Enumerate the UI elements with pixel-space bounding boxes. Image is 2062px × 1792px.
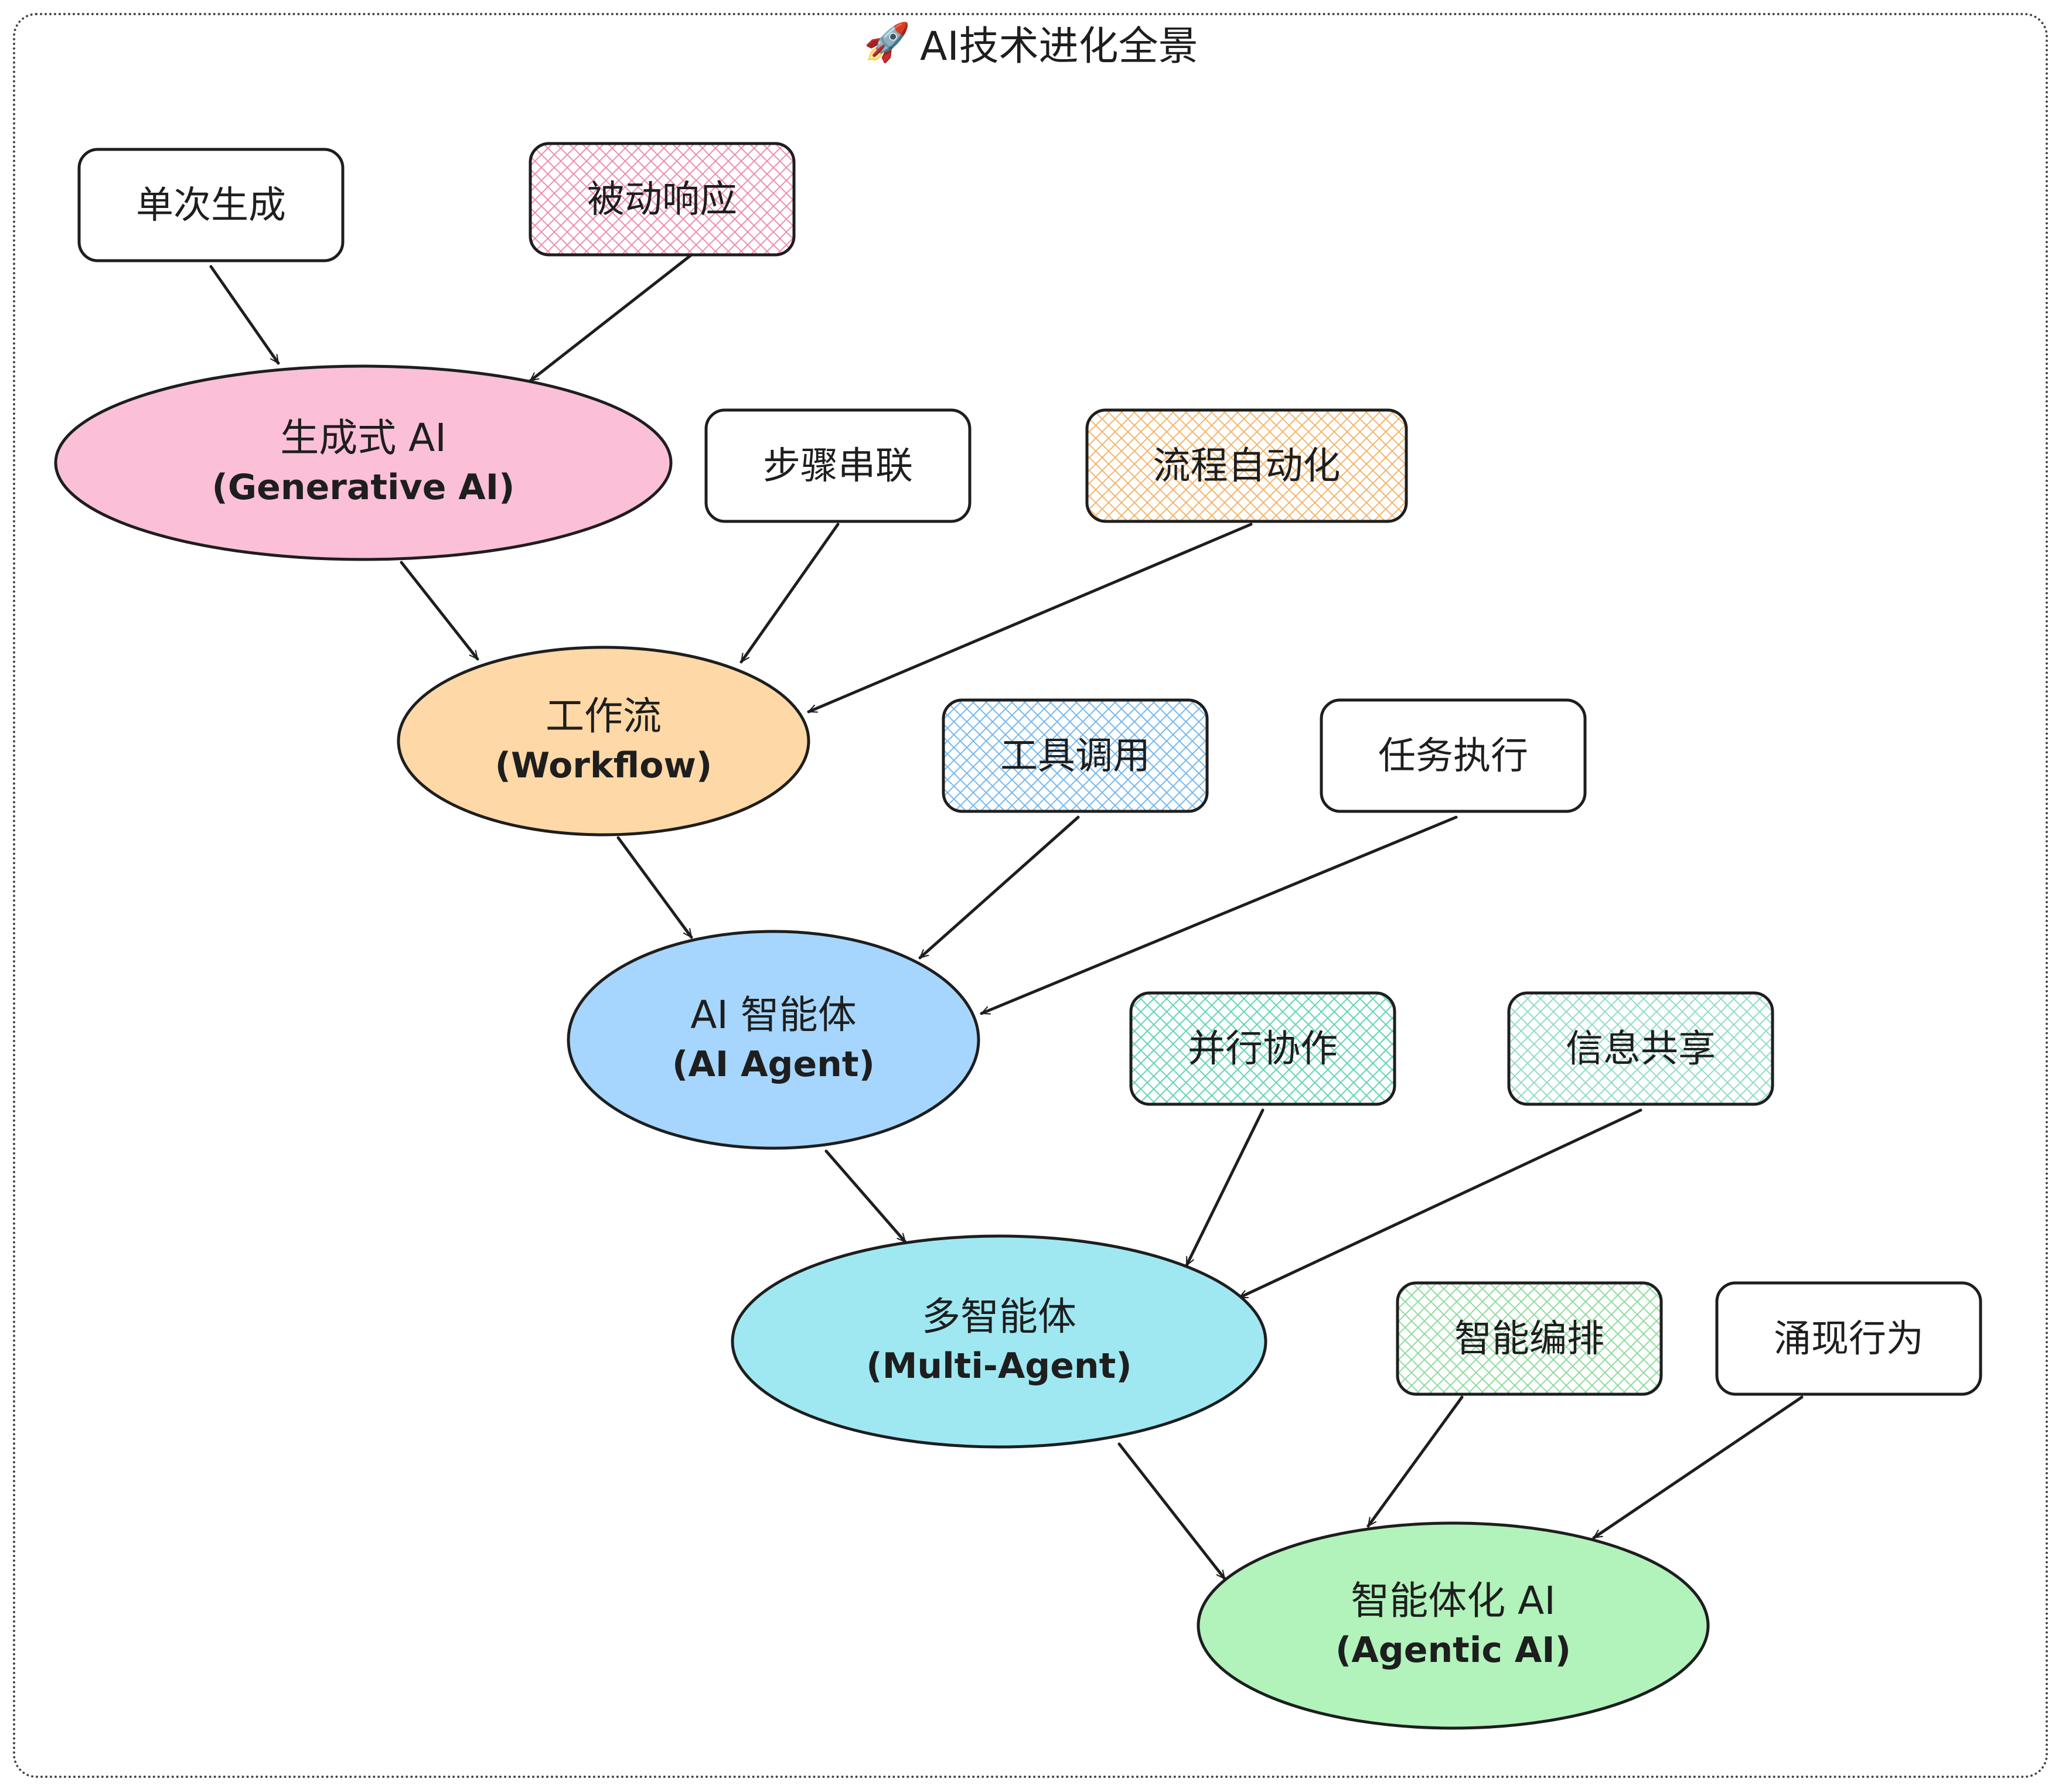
- feature-box-frame: [942, 698, 1209, 813]
- feature-box-task-exec: 任务执行: [1320, 698, 1587, 813]
- feature-box-frame: [1320, 698, 1587, 813]
- feature-label: 涌现行为: [1774, 1317, 1924, 1361]
- edge-workflow-to-agent: [616, 836, 693, 939]
- stage-workflow: 工作流 (Workflow): [397, 646, 810, 837]
- stage-subtitle: (Workflow): [495, 745, 713, 786]
- feature-box-orchestrate: 智能编排: [1396, 1281, 1663, 1396]
- stage-title: 生成式 AI: [280, 415, 447, 460]
- stage-ellipse: [567, 930, 980, 1150]
- stage-title: 多智能体: [922, 1294, 1076, 1339]
- feature-label: 智能编排: [1454, 1317, 1604, 1361]
- diagram-title: 🚀 AI技术进化全景: [0, 13, 2062, 71]
- stage-subtitle: (Agentic AI): [1335, 1630, 1571, 1671]
- edge-multi-agent-to-agentic: [1117, 1442, 1226, 1581]
- stage-multi-agent: 多智能体 (Multi-Agent): [731, 1234, 1267, 1449]
- feature-box-passive: 被动响应: [529, 142, 796, 257]
- rocket-icon: 🚀: [864, 21, 911, 64]
- feature-label: 并行协作: [1188, 1028, 1338, 1071]
- edge-task-exec: [980, 815, 1458, 1015]
- feature-box-frame: [1715, 1281, 1982, 1396]
- edge-single-gen: [209, 265, 280, 365]
- stage-agentic: 智能体化 AI (Agentic AI): [1197, 1521, 1710, 1730]
- feature-box-frame: [704, 408, 972, 523]
- stage-ellipse: [397, 646, 810, 837]
- feature-box-frame: [1507, 991, 1774, 1106]
- connectors: [209, 253, 1804, 1581]
- stage-ellipse: [1197, 1521, 1710, 1730]
- edge-generative-to-workflow: [400, 561, 479, 661]
- stage-agent: AI 智能体 (AI Agent): [567, 930, 980, 1150]
- feature-label: 单次生成: [136, 184, 286, 227]
- edge-process-auto: [807, 523, 1253, 714]
- feature-label: 工具调用: [1000, 735, 1150, 778]
- feature-label: 步骤串联: [763, 445, 913, 488]
- feature-label: 被动响应: [587, 178, 737, 221]
- feature-box-parallel: 并行协作: [1129, 991, 1396, 1106]
- stage-ellipse: [54, 364, 673, 561]
- edge-emergent: [1592, 1395, 1804, 1540]
- feature-box-info-share: 信息共享: [1507, 991, 1774, 1106]
- stage-title: 工作流: [546, 694, 662, 739]
- feature-box-frame: [1129, 991, 1396, 1106]
- stage-title: 智能体化 AI: [1351, 1578, 1556, 1623]
- feature-box-single-gen: 单次生成: [77, 148, 345, 262]
- feature-label: 流程自动化: [1153, 445, 1341, 488]
- edge-parallel: [1185, 1108, 1265, 1267]
- feature-box-emergent: 涌现行为: [1715, 1281, 1982, 1396]
- stage-subtitle: (Multi-Agent): [866, 1346, 1131, 1387]
- feature-label: 信息共享: [1566, 1028, 1716, 1071]
- stage-subtitle: (AI Agent): [672, 1044, 875, 1085]
- stage-subtitle: (Generative AI): [212, 467, 515, 508]
- diagram-frame: [13, 13, 2048, 1778]
- edge-orchestrate: [1366, 1395, 1464, 1528]
- feature-box-step-chain: 步骤串联: [704, 408, 972, 523]
- title-text: AI技术进化全景: [920, 23, 1198, 70]
- feature-box-process-auto: 流程自动化: [1085, 408, 1408, 523]
- feature-box-frame: [1396, 1281, 1663, 1396]
- feature-box-frame: [1085, 408, 1408, 523]
- stage-title: AI 智能体: [690, 992, 857, 1037]
- feature-label: 任务执行: [1378, 735, 1528, 778]
- edge-passive: [529, 253, 693, 383]
- stage-ellipse: [731, 1234, 1267, 1449]
- feature-box-frame: [77, 148, 345, 262]
- feature-box-tool-call: 工具调用: [942, 698, 1209, 813]
- stage-generative: 生成式 AI (Generative AI): [54, 364, 673, 561]
- edge-info-share: [1238, 1108, 1642, 1299]
- edge-tool-call: [918, 815, 1080, 960]
- edge-step-chain: [739, 523, 840, 664]
- edge-agent-to-multi-agent: [824, 1149, 907, 1244]
- feature-box-frame: [529, 142, 796, 257]
